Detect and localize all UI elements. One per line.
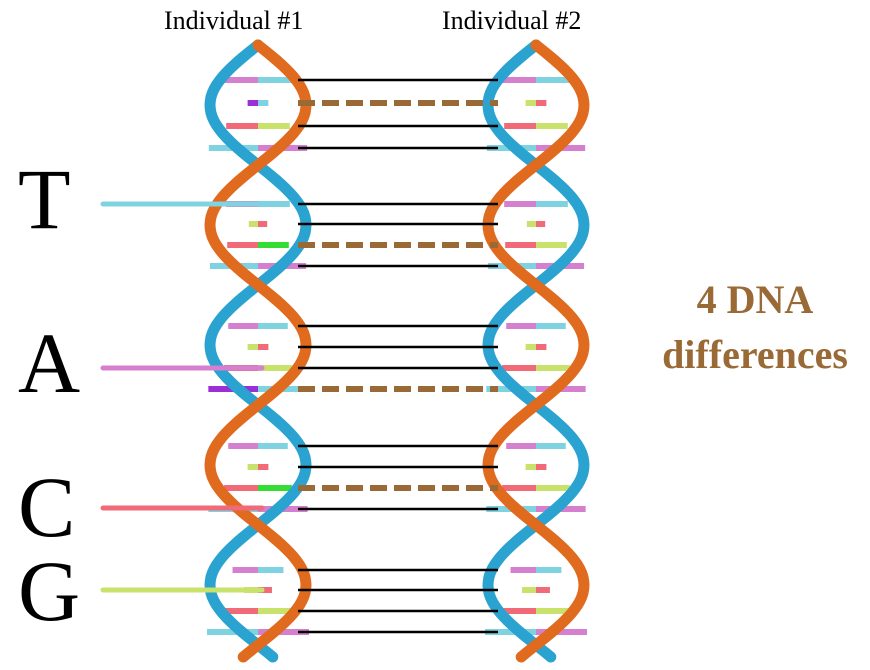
helix-individual-2 xyxy=(482,39,590,663)
helix-individual-1 xyxy=(204,39,312,663)
helix-2-blue-strand xyxy=(482,39,590,663)
helix-2-orange-strand xyxy=(482,39,590,663)
individual-1-label: Individual #1 xyxy=(164,6,303,35)
annotation-line-1: 4 DNA xyxy=(697,277,814,322)
annotation-line-2: differences xyxy=(662,332,848,377)
base-letter-c: C xyxy=(18,459,75,555)
individual-2-label: Individual #2 xyxy=(442,6,581,35)
base-letter-a: A xyxy=(18,315,80,411)
helix-1-orange-strand xyxy=(204,39,312,663)
helix-1-blue-strand xyxy=(204,39,312,663)
base-letter-t: T xyxy=(18,151,71,247)
base-legend: T A C G xyxy=(18,151,265,639)
base-letter-g: G xyxy=(18,543,80,639)
comparison-lines xyxy=(298,78,498,634)
differences-annotation: 4 DNA differences xyxy=(662,277,848,377)
